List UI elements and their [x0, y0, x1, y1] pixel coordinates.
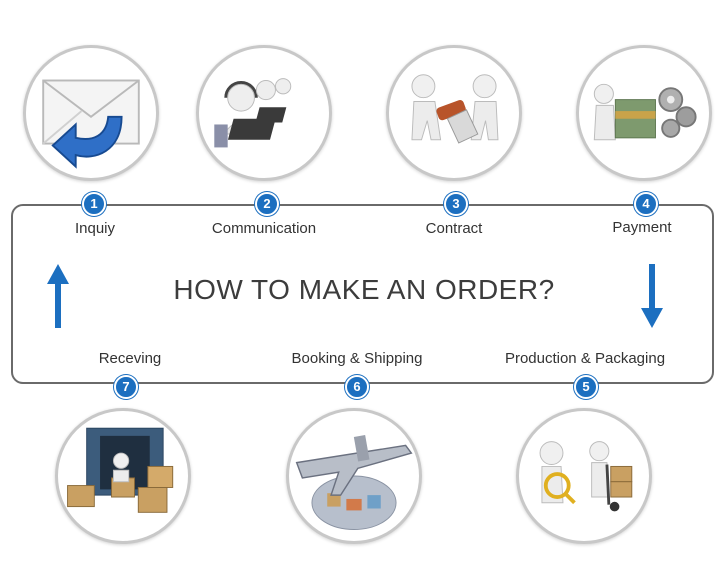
step-4-label: Payment [612, 219, 672, 236]
envelope-reply-icon [42, 79, 140, 169]
step-3-image [386, 45, 522, 181]
step-5-label: Production & Packaging [504, 350, 666, 367]
step-6-image [286, 408, 422, 544]
step-6-badge: 6 [345, 375, 369, 399]
step-2-label: Communication [211, 220, 317, 237]
page-title: HOW TO MAKE AN ORDER? [173, 274, 555, 305]
step-7-image [55, 408, 191, 544]
step-5-image [516, 408, 652, 544]
contract-handover-icon [411, 74, 499, 144]
inspection-handtruck-icon [539, 441, 633, 512]
step-4-badge: 4 [634, 192, 658, 216]
step-5-badge: 5 [574, 375, 598, 399]
step-1-label: Inquiy [74, 220, 116, 237]
step-2-image [196, 45, 332, 181]
step-6-label: Booking & Shipping [291, 350, 423, 367]
process-frame [11, 204, 714, 384]
arrow-up-icon [47, 264, 69, 328]
arrow-down-icon [641, 264, 663, 328]
step-2-badge: 2 [255, 192, 279, 216]
step-1-image [23, 45, 159, 181]
step-1-badge: 1 [82, 192, 106, 216]
step-3-badge: 3 [444, 192, 468, 216]
step-4-image [576, 45, 712, 181]
container-boxes-icon [67, 427, 174, 513]
airplane-globe-icon [295, 435, 413, 531]
step-7-label: Receving [98, 350, 162, 367]
call-center-icon [214, 78, 292, 148]
step-3-label: Contract [425, 220, 483, 237]
step-7-badge: 7 [114, 375, 138, 399]
money-gears-icon [593, 83, 697, 141]
